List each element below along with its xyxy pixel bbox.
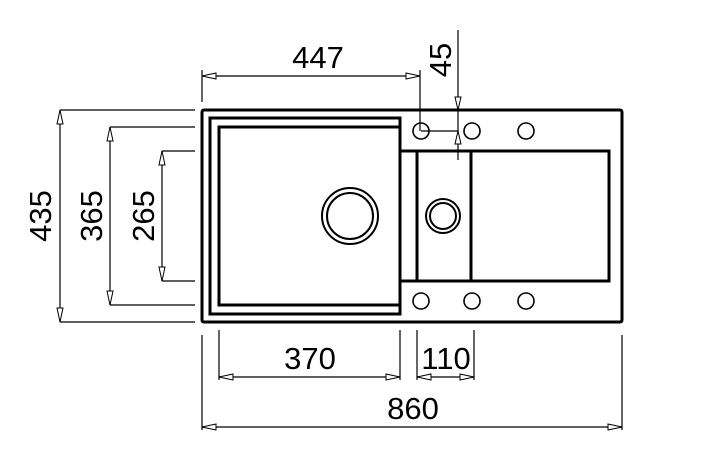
tap-hole xyxy=(517,292,535,310)
dim-265: 265 xyxy=(126,190,161,242)
main-drain-outer xyxy=(321,187,379,245)
dim-435: 435 xyxy=(23,190,58,242)
dim-370: 370 xyxy=(284,341,336,376)
dim-447: 447 xyxy=(292,40,344,75)
dim-860: 860 xyxy=(387,391,439,426)
tap-hole xyxy=(463,292,481,310)
main-bowl xyxy=(217,125,402,307)
main-drain-inner xyxy=(326,192,374,240)
dim-45: 45 xyxy=(423,43,458,77)
dimension-labels: 447 45 435 365 265 370 110 860 xyxy=(23,40,471,426)
tap-holes xyxy=(412,122,535,310)
tap-hole xyxy=(463,122,481,140)
main-bowl-rim xyxy=(208,116,402,316)
tap-hole xyxy=(517,122,535,140)
dimension-arrows xyxy=(56,72,623,431)
dim-110: 110 xyxy=(421,341,470,376)
sink-outline xyxy=(200,108,624,324)
outer-frame xyxy=(200,108,624,324)
small-drain-inner xyxy=(429,202,457,230)
drainer-area xyxy=(400,149,611,283)
small-drain-outer xyxy=(425,198,461,234)
dim-365: 365 xyxy=(74,190,109,242)
tap-hole xyxy=(412,292,430,310)
